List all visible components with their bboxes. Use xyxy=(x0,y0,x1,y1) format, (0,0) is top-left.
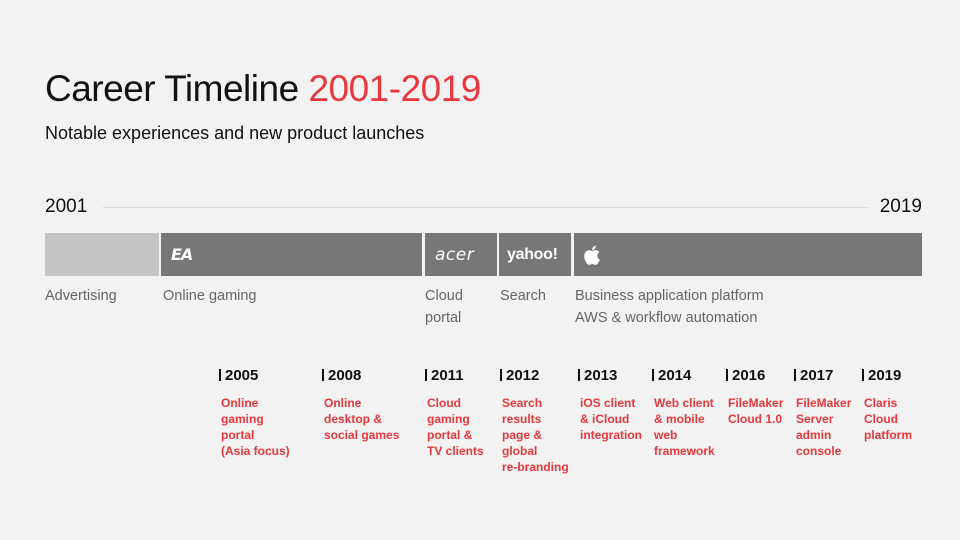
milestone-description: FileMaker Cloud 1.0 xyxy=(728,396,784,426)
page-subtitle: Notable experiences and new product laun… xyxy=(45,123,425,143)
milestone-year: 2019 xyxy=(862,366,912,386)
segment-bar-apple xyxy=(574,233,922,276)
milestone-year: 2005 xyxy=(219,366,290,386)
milestone-year-text: 2013 xyxy=(584,367,618,384)
milestone-2012: 2012 Search results page & global re-bra… xyxy=(500,366,569,475)
milestone-year-text: 2008 xyxy=(328,367,362,384)
milestone-year: 2008 xyxy=(322,366,399,386)
segment-label-advertising: Advertising xyxy=(45,288,117,304)
milestone-tick xyxy=(500,369,502,381)
milestone-year-text: 2012 xyxy=(506,367,540,384)
milestone-year: 2014 xyxy=(652,366,715,386)
milestone-tick xyxy=(322,369,324,381)
milestone-tick xyxy=(794,369,796,381)
milestone-description: Web client & mobile web framework xyxy=(654,396,715,458)
milestone-description: Search results page & global re-branding xyxy=(502,396,569,474)
ea-logo: EA xyxy=(171,245,193,264)
segment-label-ea: Online gaming xyxy=(163,288,257,304)
milestone-tick xyxy=(652,369,654,381)
milestone-tick xyxy=(578,369,580,381)
milestone-2017: 2017 FileMaker Server admin console xyxy=(794,366,851,459)
title-main: Career Timeline xyxy=(45,68,309,109)
segment-bar-advertising xyxy=(45,233,159,276)
yahoo-logo: yahoo! xyxy=(507,245,558,263)
milestone-year-text: 2005 xyxy=(225,367,259,384)
milestone-description: Online desktop & social games xyxy=(324,396,400,442)
milestone-tick xyxy=(862,369,864,381)
milestone-description: Claris Cloud platform xyxy=(864,396,912,442)
milestone-2008: 2008 Online desktop & social games xyxy=(322,366,399,443)
acer-logo: acer xyxy=(435,244,475,265)
milestone-year-text: 2014 xyxy=(658,367,692,384)
milestone-year-text: 2011 xyxy=(431,367,464,384)
timeline-axis-line xyxy=(103,207,867,208)
milestone-2019: 2019 Claris Cloud platform xyxy=(862,366,912,443)
milestone-description: FileMaker Server admin console xyxy=(796,396,852,458)
page-title: Career Timeline 2001-2019 xyxy=(45,66,481,112)
title-years: 2001-2019 xyxy=(308,68,481,109)
milestone-2011: 2011 Cloud gaming portal & TV clients xyxy=(425,366,484,459)
milestone-year: 2013 xyxy=(578,366,642,386)
apple-icon xyxy=(582,233,604,276)
segment-label-yahoo: Search xyxy=(500,288,546,304)
milestone-year: 2011 xyxy=(425,366,484,386)
milestone-year: 2016 xyxy=(726,366,783,386)
segment-bar-yahoo: yahoo! xyxy=(499,233,571,276)
milestone-year-text: 2016 xyxy=(732,367,766,384)
timeline-end-year: 2019 xyxy=(879,196,922,217)
milestone-year: 2017 xyxy=(794,366,851,386)
milestone-2016: 2016 FileMaker Cloud 1.0 xyxy=(726,366,783,427)
milestone-tick xyxy=(425,369,427,381)
segment-label-apple: Business application platform AWS & work… xyxy=(575,288,764,326)
milestone-2005: 2005 Online gaming portal (Asia focus) xyxy=(219,366,290,459)
segment-bar-acer: acer xyxy=(425,233,497,276)
milestone-year: 2012 xyxy=(500,366,569,386)
milestone-tick xyxy=(219,369,221,381)
milestone-2014: 2014 Web client & mobile web framework xyxy=(652,366,715,459)
segment-bar-ea: EA xyxy=(161,233,422,276)
milestone-2013: 2013 iOS client & iCloud integration xyxy=(578,366,642,443)
milestone-description: iOS client & iCloud integration xyxy=(580,396,642,442)
timeline-start-year: 2001 xyxy=(45,196,88,217)
milestone-description: Cloud gaming portal & TV clients xyxy=(427,396,484,458)
milestone-description: Online gaming portal (Asia focus) xyxy=(221,396,290,458)
milestone-tick xyxy=(726,369,728,381)
milestone-year-text: 2019 xyxy=(868,367,902,384)
segment-label-acer: Cloud portal xyxy=(425,288,463,326)
milestone-year-text: 2017 xyxy=(800,367,834,384)
